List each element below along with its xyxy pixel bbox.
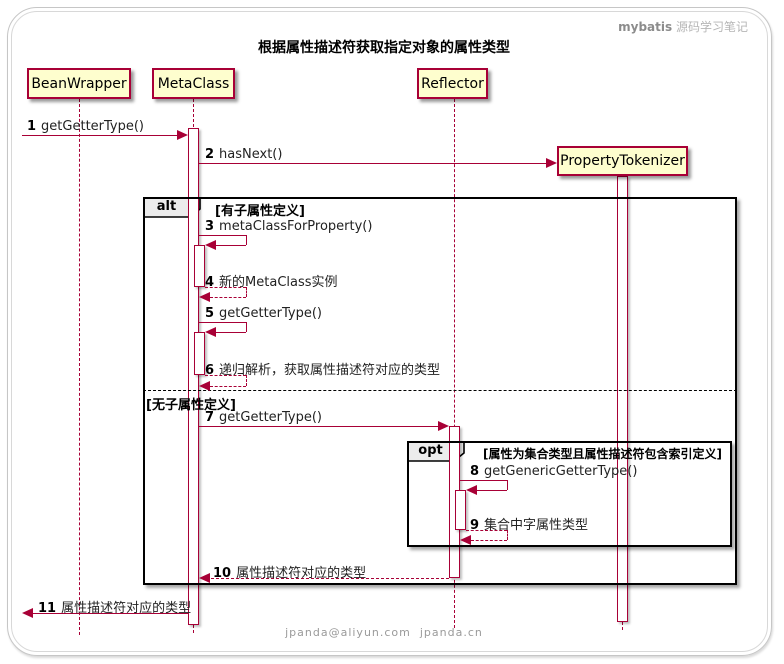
message-1-line [22,135,177,136]
message-8-line-top [460,480,507,481]
activation-propertytokenizer [617,176,628,622]
participant-metaclass-label: MetaClass [157,75,230,92]
message-4-line-top [205,287,246,288]
message-1-arrowhead [177,130,188,140]
participant-beanwrapper: BeanWrapper [27,68,131,99]
alt-guard-2: [无子属性定义] [146,398,236,413]
footer-text: jpanda@aliyun.com jpanda.cn [285,626,483,639]
participant-propertytokenizer-label: PropertyTokenizer [560,153,685,169]
message-6-line-bottom [210,386,246,387]
opt-operator-label: opt [418,443,443,458]
message-4-arrowhead [199,292,210,302]
message-2-arrowhead [546,158,557,168]
page-border-outer [7,7,772,656]
alt-divider [143,390,737,391]
activation-metaclass-main [188,128,199,625]
message-5-line-bottom [216,332,246,333]
message-4-line-right [246,287,247,297]
message-11-arrowhead [22,608,33,618]
watermark: mybatis 源码学习笔记 [618,18,748,35]
opt-guard: [属性为集合类型且属性描述符包含索引定义] [483,447,722,461]
message-5-line-right [246,322,247,332]
message-6-arrowhead [199,381,210,391]
message-5-line-top [199,322,246,323]
message-2-line [199,163,546,164]
alt-operator-label: alt [156,199,177,214]
opt-fragment [407,441,732,547]
message-3-arrowhead [205,240,216,250]
activation-metaclass-nested-1 [194,245,205,287]
page-border-inner [11,11,768,652]
activation-metaclass-nested-2 [194,332,205,375]
message-5-arrowhead [205,327,216,337]
watermark-brand: mybatis [618,20,673,34]
diagram-title: 根据属性描述符获取指定对象的属性类型 [258,40,510,56]
message-9-line-bottom [471,540,507,541]
lifeline-beanwrapper [79,99,80,635]
message-9-arrowhead [460,535,471,545]
message-7-line [199,426,438,427]
message-10-arrowhead [199,573,210,583]
message-7-arrowhead [438,421,449,431]
watermark-text: 源码学习笔记 [675,20,748,34]
message-8-arrowhead [466,485,477,495]
message-8-line-right [507,480,508,490]
message-3-line-right [246,235,247,245]
message-6-line-right [246,375,247,386]
alt-fragment [143,197,737,585]
message-11-line [33,613,188,614]
message-10-line [211,578,449,579]
participant-beanwrapper-label: BeanWrapper [31,75,127,92]
participant-reflector-label: Reflector [421,75,484,92]
activation-reflector-nested [455,490,466,530]
message-9-line-right [507,530,508,540]
message-6-line-top [205,375,246,376]
message-9-line-top [466,530,507,531]
message-4-line-bottom [210,297,246,298]
participant-reflector: Reflector [417,68,488,99]
message-8-line-bottom [477,490,507,491]
participant-metaclass: MetaClass [152,68,235,99]
lifeline-reflector [454,99,455,628]
message-3-line-top [199,235,246,236]
alt-guard-1: [有子属性定义] [215,204,305,219]
message-3-line-bottom [216,245,246,246]
participant-propertytokenizer: PropertyTokenizer [557,146,688,176]
